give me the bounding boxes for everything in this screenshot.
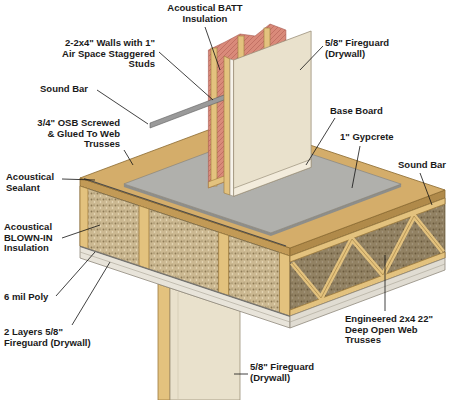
callout-label: Sound Bar (40, 84, 98, 95)
callout-label: 5/8" Fireguard (Drywall) (325, 38, 410, 59)
callout-label: 2 Layers 5/8" Fireguard (Drywall) (4, 327, 94, 348)
callout-label: 2-2x4" Walls with 1" Air Space Staggered… (60, 38, 155, 70)
callout-label: Sound Bar (398, 160, 453, 171)
callout-label: 6 mil Poly (4, 292, 64, 303)
callout-label: Engineered 2x4 22" Deep Open Web Trusses (345, 314, 445, 346)
callout-label: 3/4" OSB Screwed & Glued To Web Trusses (35, 118, 120, 150)
callout-label: Acoustical Sealant (6, 172, 76, 193)
callout-label: 5/8" Fireguard (Drywall) (250, 362, 335, 383)
callout-label: 1" Gypcrete (340, 132, 410, 143)
staggered-stud-wall (150, 24, 311, 196)
callout-label: Acoustical BATT Insulation (165, 3, 245, 24)
callout-label: Acoustical BLOWN-IN Insulation (4, 222, 76, 254)
callout-label: Base Board (330, 106, 400, 117)
